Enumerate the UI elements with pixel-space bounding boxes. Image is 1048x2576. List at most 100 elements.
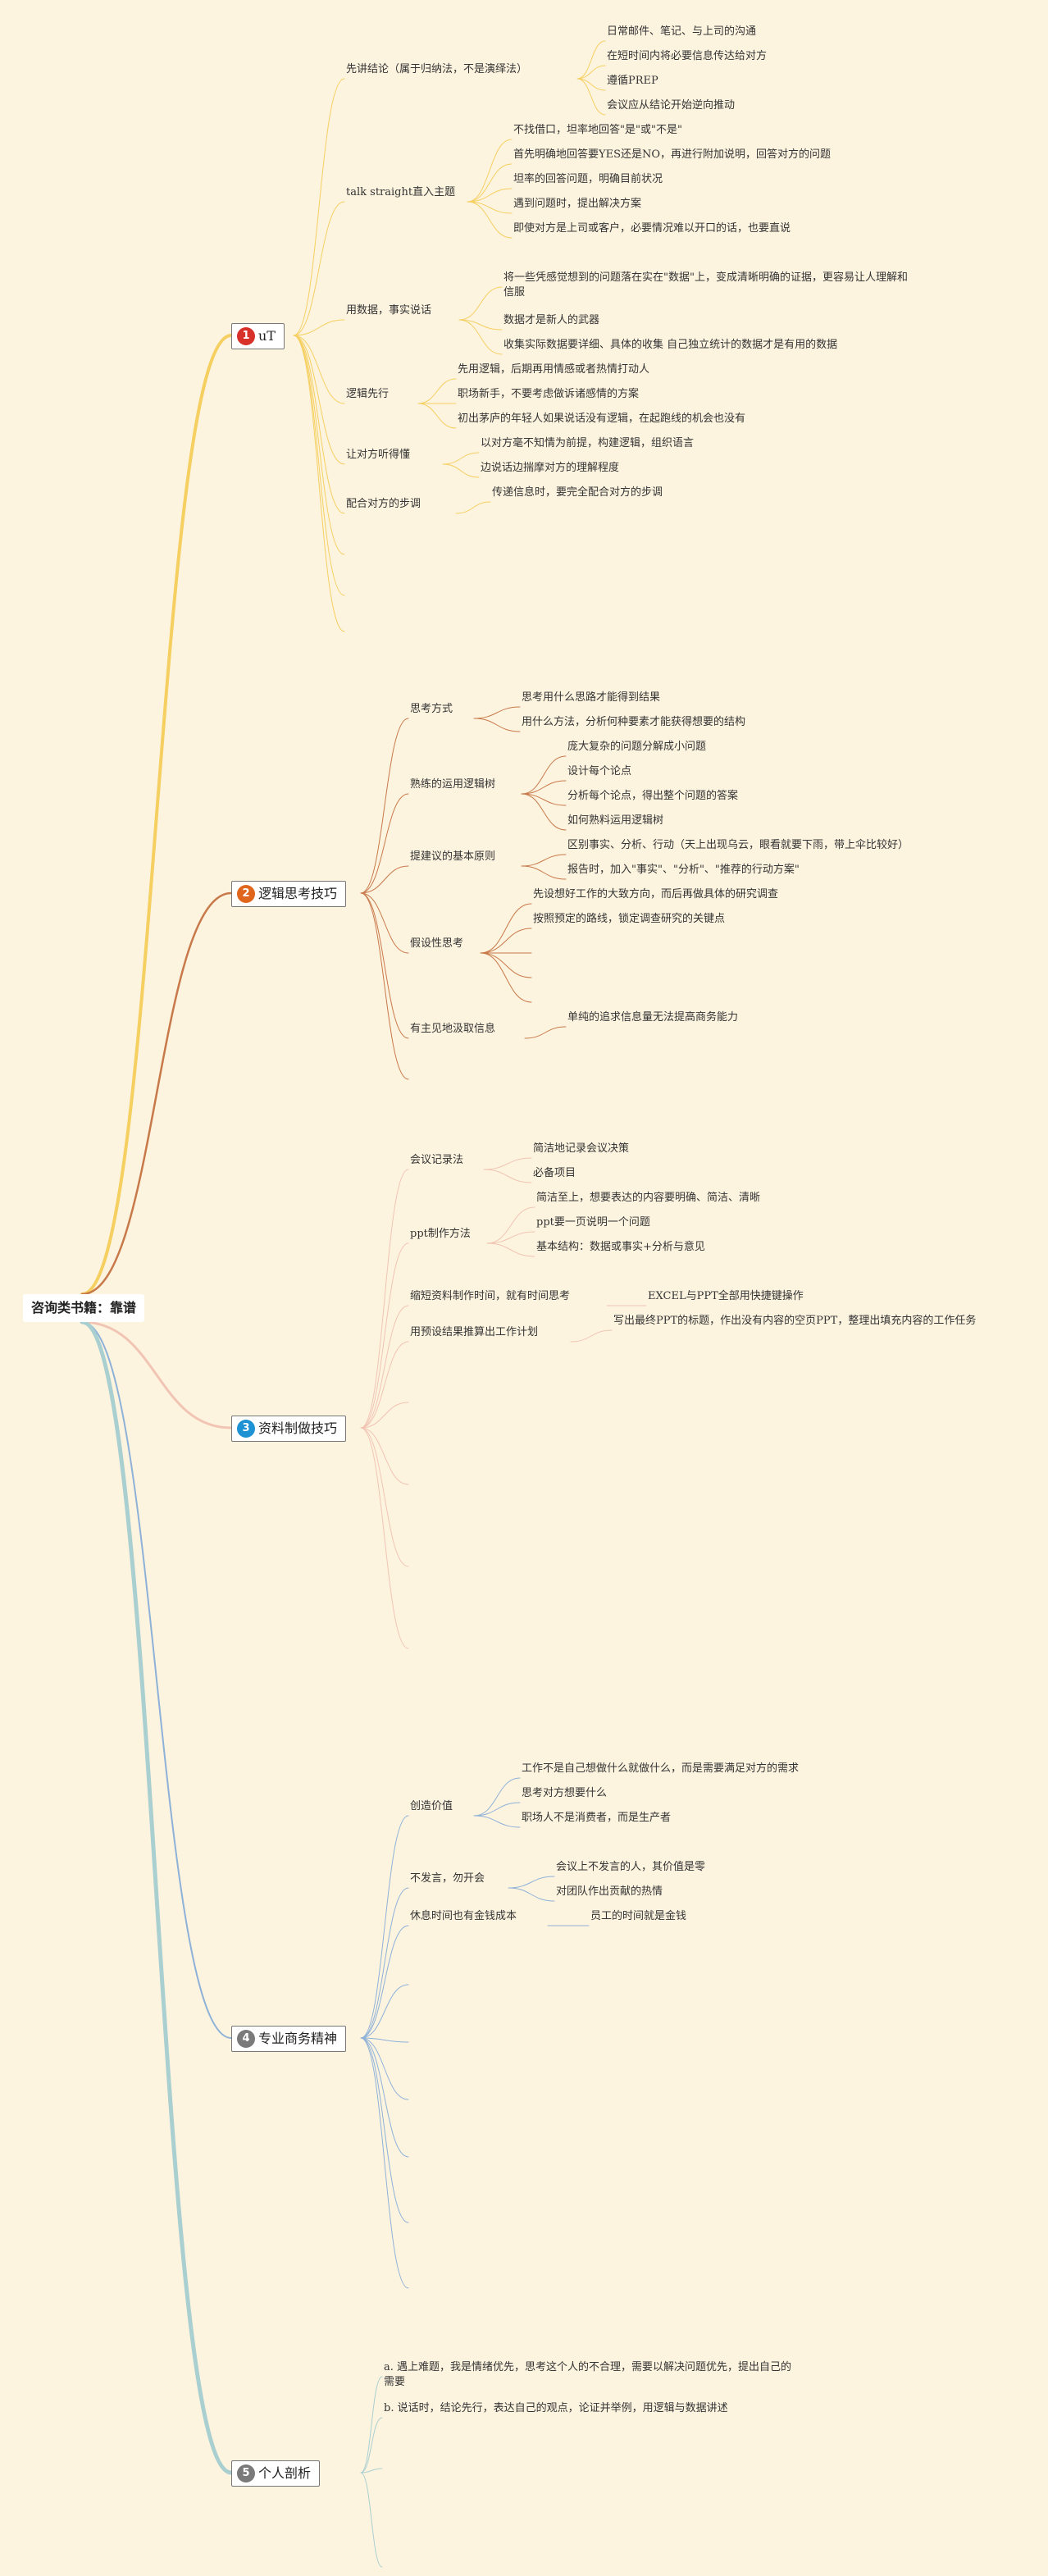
connector [360,1341,409,1429]
connector [521,865,567,880]
leaf[interactable]: 简洁至上，想要表达的内容要明确、简洁、清晰 [536,1192,761,1204]
topic-meeting-notes[interactable]: 会议记录法 [410,1154,464,1166]
branch-1-node[interactable]: 1 uT [231,323,285,349]
leaf[interactable]: EXCEL与PPT全部用快捷键操作 [648,1290,804,1302]
connector [521,780,567,795]
connector [293,335,345,596]
topic-pace[interactable]: 配合对方的步调 [346,498,421,510]
leaf[interactable]: 将一些凭感觉想到的问题落在实在"数据"上，变成清晰明确的证据，更容易让人理解和信… [503,271,908,299]
leaf[interactable]: 员工的时间就是金钱 [590,1910,687,1922]
topic-info-gathering[interactable]: 有主见地汲取信息 [410,1023,496,1035]
branch-5-node[interactable]: 5 个人剖析 [231,2460,321,2487]
leaf[interactable]: 基本结构：数据或事实+分析与意见 [536,1241,705,1253]
leaf[interactable]: 如何熟料运用逻辑树 [567,814,664,827]
connector [360,1169,409,1429]
topic-suggestion-principle[interactable]: 提建议的基本原则 [410,850,496,863]
connector [293,335,345,555]
root-branch-4 [81,1321,232,2039]
leaf[interactable]: 以对方毫不知情为前提，构建逻辑，组织语言 [481,437,695,449]
leaf[interactable]: 日常邮件、笔记、与上司的沟通 [607,25,757,38]
leaf[interactable]: 初出茅庐的年轻人如果说话没有逻辑，在起跑线的机会也没有 [458,413,746,425]
branch-2-node[interactable]: 2 逻辑思考技巧 [231,881,347,907]
leaf[interactable]: 用什么方法，分析何种要素才能获得想要的结构 [522,716,746,728]
leaf[interactable]: 遇到问题时，提出解决方案 [513,198,642,210]
leaf[interactable]: 坦率的回答问题，明确目前状况 [513,173,663,185]
topic-data-facts[interactable]: 用数据，事实说话 [346,304,432,317]
connector [360,1887,409,2039]
connector [360,2037,409,2043]
leaf[interactable]: 单纯的追求信息量无法提高商务能力 [567,1011,739,1024]
connector [521,854,567,867]
topic-no-silent-meeting[interactable]: 不发言，勿开会 [410,1872,485,1885]
topic-conclusion-first[interactable]: 先讲结论（属于归纳法，不是演绎法） [346,63,528,75]
leaf[interactable]: 简洁地记录会议决策 [533,1142,630,1155]
topic-logic-first[interactable]: 逻辑先行 [346,388,390,400]
connector [360,1427,409,1567]
connector [360,1984,409,2039]
leaf[interactable]: 先设想好工作的大致方向，而后再做具体的研究调查 [533,888,779,900]
root-topic[interactable]: 咨询类书籍：靠谱 [23,1294,144,1322]
leaf[interactable]: 职场新手，不要考虑做诉诸感情的方案 [458,388,640,400]
connector [458,319,503,355]
connector [360,1427,409,1485]
connector [508,1887,555,1902]
leaf[interactable]: a. 遇上难题，我是情绪优先，思考这个人的不合理，需要以解决问题优先，提出自己的… [384,2361,792,2388]
topic-create-value[interactable]: 创造价值 [410,1800,453,1812]
connector [360,2037,409,2289]
connector [360,2037,409,2223]
leaf[interactable]: 会议上不发言的人，其价值是零 [556,1861,706,1873]
connector [521,793,567,831]
connector [486,1231,535,1244]
connector [442,463,480,478]
topic-thinking-mode[interactable]: 思考方式 [410,703,453,715]
leaf[interactable]: 对团队作出贡献的热情 [556,1885,663,1898]
leaf[interactable]: 报告时，加入"事实"、"分析"、"推荐的行动方案" [567,864,800,876]
leaf[interactable]: ppt要一页说明一个问题 [536,1216,650,1229]
topic-understandable[interactable]: 让对方听得懂 [346,449,411,461]
leaf[interactable]: 遵循PREP [607,75,658,87]
leaf[interactable]: 收集实际数据要详细、具体的收集 自己独立统计的数据才是有用的数据 [503,339,838,351]
leaf[interactable]: 先用逻辑，后期再用情感或者热情打动人 [458,363,650,376]
leaf[interactable]: 即使对方是上司或客户，必要情况难以开口的话，也要直说 [513,222,791,235]
leaf[interactable]: 首先明确地回答要YES还是NO，再进行附加说明，回答对方的问题 [513,148,832,161]
branch-3-node[interactable]: 3 资料制做技巧 [231,1416,347,1442]
leaf[interactable]: 庞大复杂的问题分解成小问题 [567,741,707,753]
connector [360,1815,409,2039]
topic-logic-tree[interactable]: 熟练的运用逻辑树 [410,778,496,791]
connector [293,335,345,404]
connector [360,2417,383,2473]
topic-reverse-plan[interactable]: 用预设结果推算出工作计划 [410,1326,539,1338]
topic-break-cost[interactable]: 休息时间也有金钱成本 [410,1910,517,1922]
leaf[interactable]: 工作不是自己想做什么就做什么，而是需要满足对方的需求 [522,1762,800,1775]
leaf[interactable]: 传递信息时，要完全配合对方的步调 [492,486,663,499]
connector [360,1305,409,1429]
branch-4-node[interactable]: 4 专业商务精神 [231,2026,347,2052]
leaf[interactable]: 按照预定的路线，锁定调查研究的关键点 [533,913,726,925]
topic-ppt-method[interactable]: ppt制作方法 [410,1228,471,1240]
leaf[interactable]: 思考用什么思路才能得到结果 [522,691,661,704]
topic-hypothesis-thinking[interactable]: 假设性思考 [410,937,464,950]
leaf[interactable]: 必备项目 [533,1167,576,1179]
leaf[interactable]: 在短时间内将必要信息传达给对方 [607,50,768,62]
leaf[interactable]: 边说话边揣摩对方的理解程度 [481,462,620,474]
connector [360,793,409,894]
leaf[interactable]: 思考对方想要什么 [522,1787,608,1799]
topic-save-time[interactable]: 缩短资料制作时间，就有时间思考 [410,1290,571,1302]
connector [521,755,567,795]
leaf[interactable]: 会议应从结论开始逆向推动 [607,99,736,112]
leaf[interactable]: 区别事实、分析、行动（天上出现乌云，眼看就要下雨，带上伞比较好） [567,839,909,851]
connector [360,2037,409,2100]
leaf[interactable]: 写出最终PPT的标题，作出没有内容的空页PPT，整理出填充内容的工作任务 [613,1315,977,1327]
connector [293,78,345,336]
leaf[interactable]: b. 说话时，结论先行，表达自己的观点，论证并举例，用逻辑与数据讲述 [384,2402,728,2414]
leaf[interactable]: 设计每个论点 [567,765,632,777]
leaf[interactable]: 分析每个论点，得出整个问题的答案 [567,790,739,802]
connector [293,335,345,514]
leaf[interactable]: 不找借口，坦率地回答"是"或"不是" [513,124,682,136]
topic-talk-straight[interactable]: talk straight直入主题 [346,186,456,198]
connector [360,892,409,1080]
connector [458,286,503,321]
leaf[interactable]: 职场人不是消费者，而是生产者 [522,1812,672,1824]
leaf[interactable]: 数据才是新人的武器 [503,314,600,326]
root-branch-1 [80,334,233,1296]
